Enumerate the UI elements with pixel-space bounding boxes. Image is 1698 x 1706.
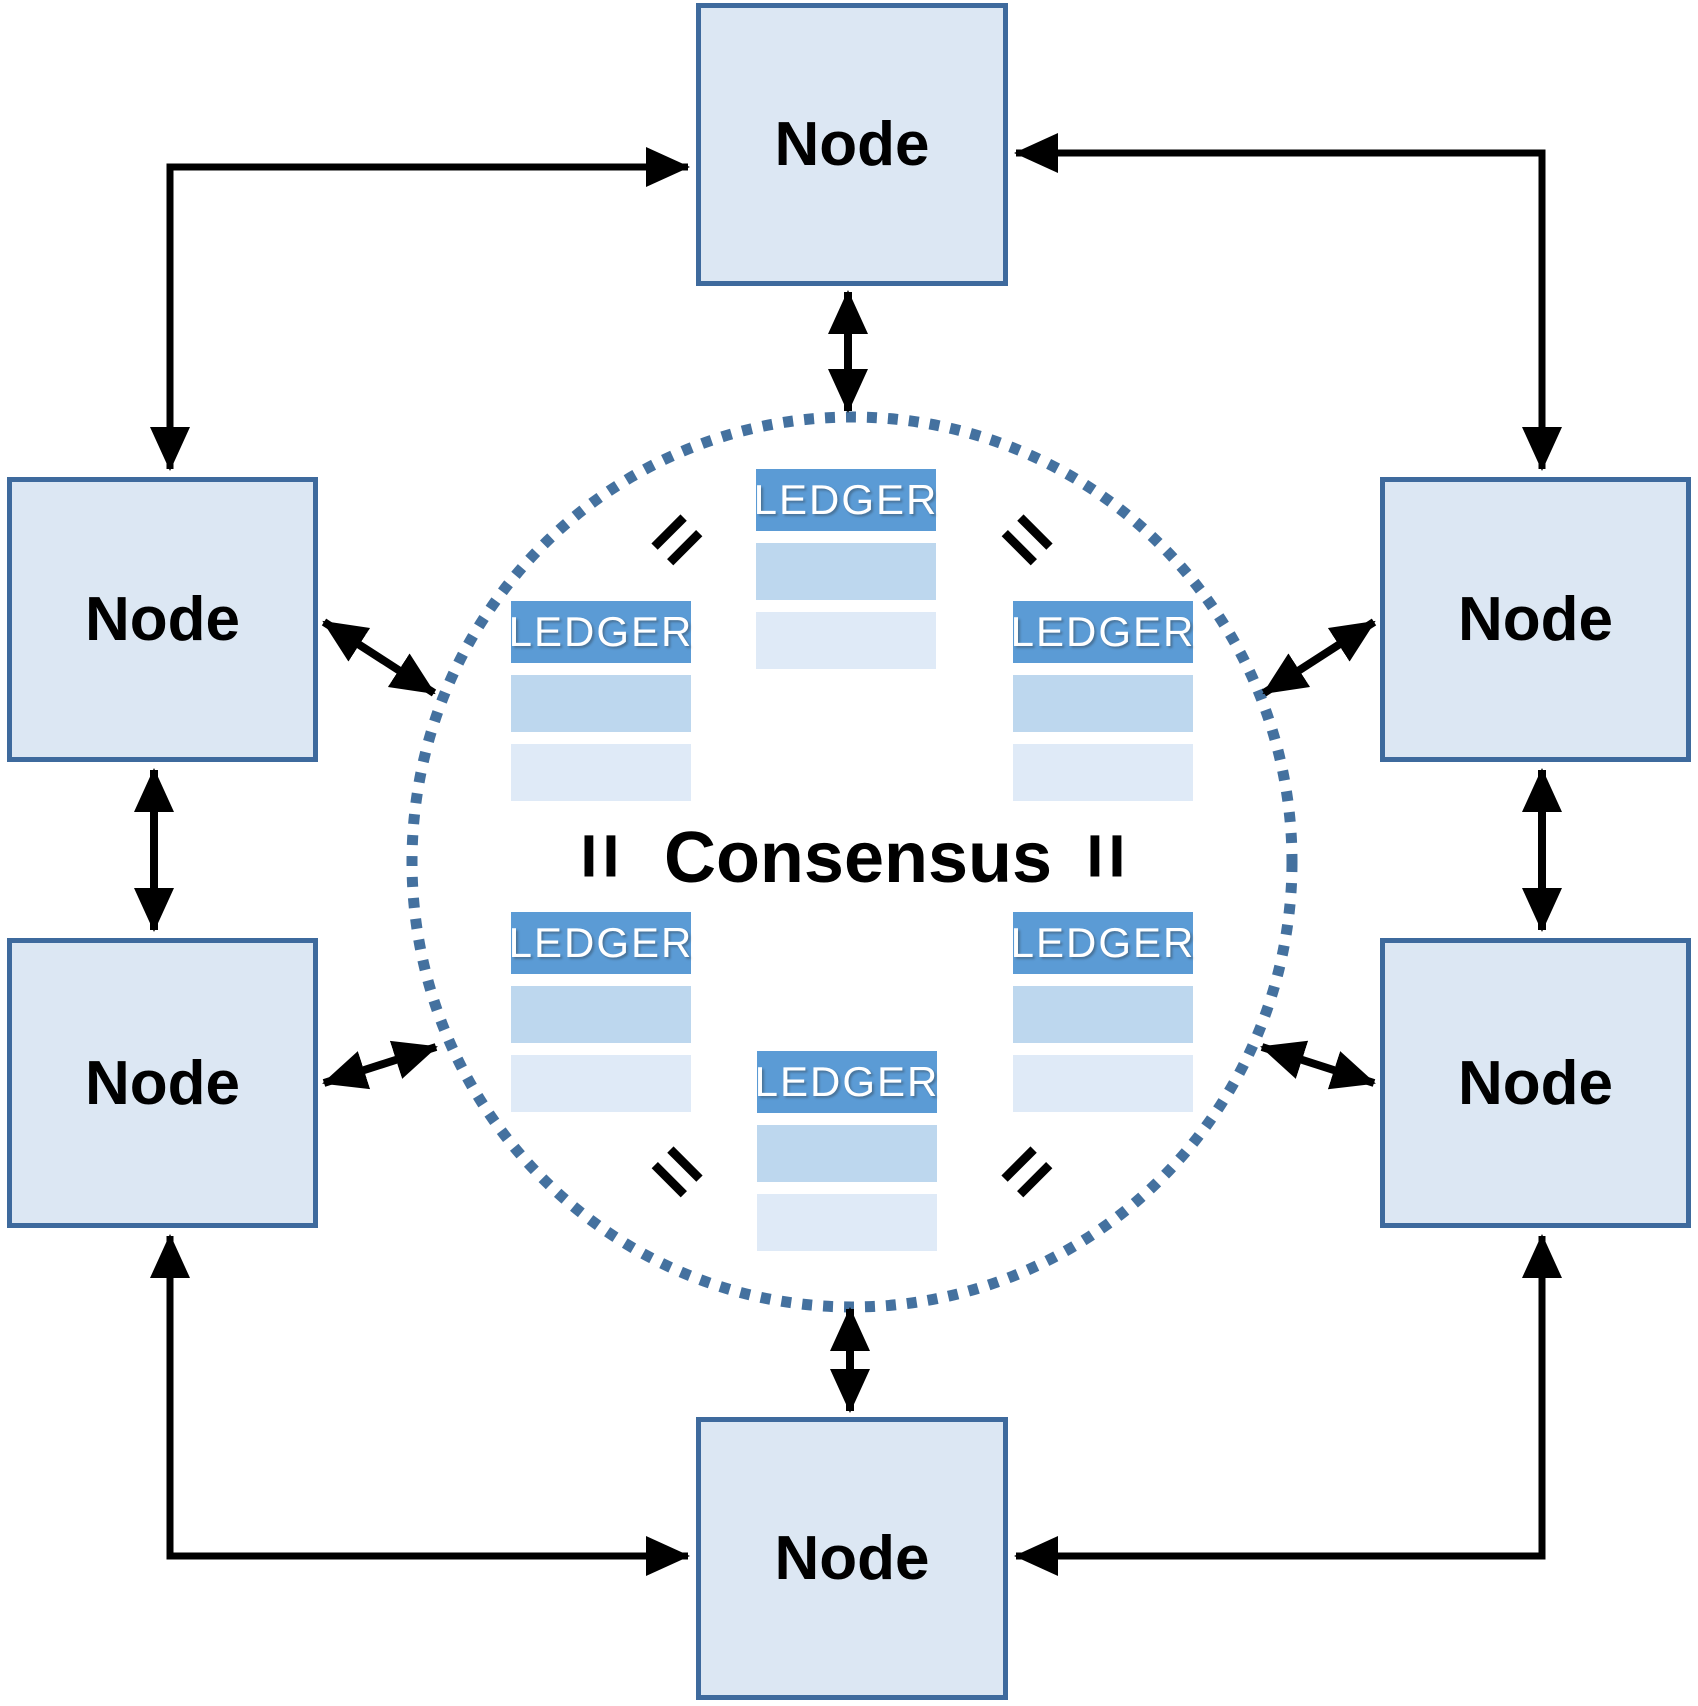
node-label: Node: [85, 1048, 240, 1118]
ledger-block-lower-right: LEDGER: [1011, 912, 1193, 1112]
ledger-row: [757, 1194, 937, 1251]
node-box-right-lower: Node: [1380, 938, 1691, 1228]
node-label: Node: [774, 1524, 930, 1593]
arrow-topnode-rightupper: [1014, 133, 1562, 471]
ledger-row: [511, 1055, 691, 1112]
equals-sign-left: =: [555, 832, 646, 880]
node-box-top: Node: [696, 3, 1008, 286]
node-box-bottom: Node: [696, 1417, 1008, 1700]
node-label: Node: [774, 110, 930, 179]
ledger-block-upper-left: LEDGER: [509, 601, 691, 801]
ledger-row: [757, 1125, 937, 1182]
arrow-rightlower-bottomnode: [1014, 1234, 1562, 1576]
ledger-header: LEDGER: [1011, 601, 1193, 663]
ledger-row: [511, 675, 691, 732]
arrow-rightlower-circle: [1260, 1040, 1376, 1090]
ledger-block-top: LEDGER: [754, 469, 936, 669]
node-label: Node: [85, 585, 240, 654]
node-label: Node: [1458, 1048, 1613, 1118]
ledger-row: [1013, 675, 1193, 732]
arrow-leftlower-bottomnode: [150, 1234, 690, 1576]
equals-sign-right: =: [1061, 832, 1152, 880]
arrow-rightupper-circle: [1261, 618, 1377, 697]
ledger-block-bottom: LEDGER: [755, 1051, 937, 1251]
ledger-row: [1013, 744, 1193, 801]
node-box-left-upper: Node: [7, 477, 318, 762]
ledger-header: LEDGER: [509, 601, 691, 663]
node-box-right-upper: Node: [1380, 477, 1691, 762]
ledger-block-upper-right: LEDGER: [1011, 601, 1193, 801]
ledger-header: LEDGER: [509, 912, 691, 974]
ledger-header: LEDGER: [754, 469, 936, 531]
ledger-block-lower-left: LEDGER: [509, 912, 691, 1112]
ledger-header: LEDGER: [755, 1051, 937, 1113]
arrow-leftupper-circle: [321, 618, 437, 697]
ledger-row: [1013, 1055, 1193, 1112]
ledger-row: [1013, 986, 1193, 1043]
ledger-header: LEDGER: [1011, 912, 1193, 974]
consensus-label: Consensus: [663, 818, 1053, 898]
ledger-row: [756, 612, 936, 669]
ledger-row: [511, 744, 691, 801]
node-label: Node: [1458, 585, 1613, 654]
ledger-row: [756, 543, 936, 600]
ledger-row: [511, 986, 691, 1043]
node-box-left-lower: Node: [7, 938, 318, 1228]
arrow-topnode-leftupper: [150, 147, 690, 471]
arrow-leftlower-circle: [322, 1040, 438, 1090]
